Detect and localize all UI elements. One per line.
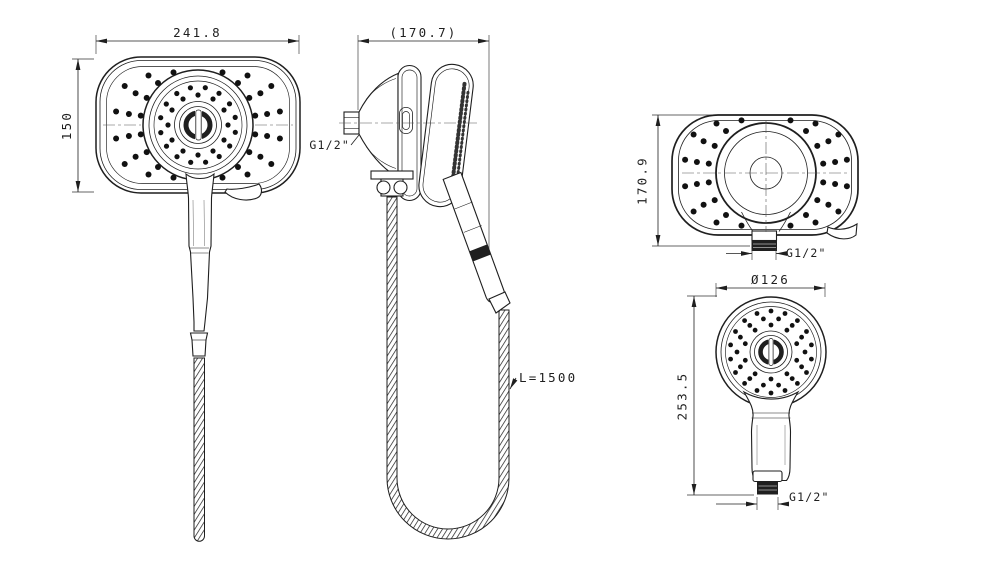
hand-shower-view: Ø126 253.5 G1/2" bbox=[675, 272, 830, 510]
nozzle-dots bbox=[244, 72, 271, 178]
back-thread-dimension bbox=[726, 249, 787, 260]
back-height-dimension bbox=[652, 114, 750, 247]
hose-swivel-nut bbox=[370, 170, 414, 197]
hand-shower-thread-label: G1/2" bbox=[789, 490, 830, 504]
hand-shower-height-dimension bbox=[687, 295, 754, 496]
head-panel-side bbox=[397, 64, 422, 202]
nozzle-dots bbox=[693, 120, 720, 226]
back-thread-label: G1/2" bbox=[786, 246, 827, 260]
front-width-dimension bbox=[95, 35, 300, 54]
shower-hose-front bbox=[193, 357, 205, 542]
inlet-thread-label: G1/2" bbox=[309, 138, 350, 152]
nozzle-dots bbox=[812, 120, 839, 226]
wall-bracket-tab bbox=[826, 222, 858, 240]
handle-grip-band bbox=[469, 244, 491, 262]
nozzle-dots bbox=[787, 117, 827, 229]
inlet-leader-line bbox=[350, 134, 360, 146]
front-view: 241.8 150 bbox=[59, 25, 301, 542]
nozzle-dots bbox=[113, 83, 128, 167]
back-height-label: 170.9 bbox=[635, 156, 650, 205]
nozzle-dots bbox=[165, 92, 231, 158]
hose-nut-handle-end bbox=[488, 291, 511, 314]
thread-connector bbox=[757, 481, 778, 495]
front-width-label: 241.8 bbox=[173, 25, 222, 40]
outlet-connector bbox=[751, 230, 778, 251]
nozzle-dots bbox=[742, 322, 800, 382]
inlet-connector bbox=[343, 111, 360, 135]
hand-shower-thread-dimension bbox=[716, 497, 789, 510]
wall-bracket-tab bbox=[224, 183, 262, 201]
nozzle-dots bbox=[728, 308, 814, 396]
diameter-label: Ø126 bbox=[751, 272, 790, 287]
hose-length-label: L=1500 bbox=[519, 370, 577, 385]
back-view: 170.9 G1/2" bbox=[635, 114, 859, 260]
hand-shower-handle-side bbox=[442, 171, 505, 304]
nozzle-dots bbox=[268, 83, 283, 167]
front-height-label: 150 bbox=[59, 111, 74, 140]
hose-leader-line bbox=[509, 377, 518, 390]
nozzle-dots bbox=[835, 131, 850, 215]
nozzle-dots bbox=[705, 117, 745, 229]
nozzle-dots bbox=[125, 72, 152, 178]
nozzle-dots bbox=[158, 85, 238, 165]
wall-mount-cone bbox=[358, 72, 399, 178]
hand-shower-height-label: 253.5 bbox=[675, 372, 690, 421]
front-height-dimension bbox=[72, 58, 94, 193]
docked-hand-shower-side bbox=[418, 63, 474, 208]
handle-collar bbox=[752, 470, 783, 483]
nozzle-dots bbox=[682, 131, 697, 215]
side-width-label: (170.7) bbox=[389, 25, 457, 40]
diameter-dimension bbox=[715, 283, 826, 297]
mode-dial bbox=[174, 101, 222, 149]
hand-shower-handle bbox=[742, 390, 800, 495]
nozzle-dots bbox=[137, 69, 177, 181]
nozzle-dots bbox=[734, 316, 808, 388]
hand-shower-handle-front bbox=[185, 172, 215, 357]
shower-hose-loop bbox=[386, 196, 510, 540]
mode-dial bbox=[749, 330, 793, 374]
nozzle-dots bbox=[219, 69, 259, 181]
side-view: (170.7) G1/2" L=1500 bbox=[309, 25, 577, 540]
hose-nut bbox=[189, 332, 209, 357]
